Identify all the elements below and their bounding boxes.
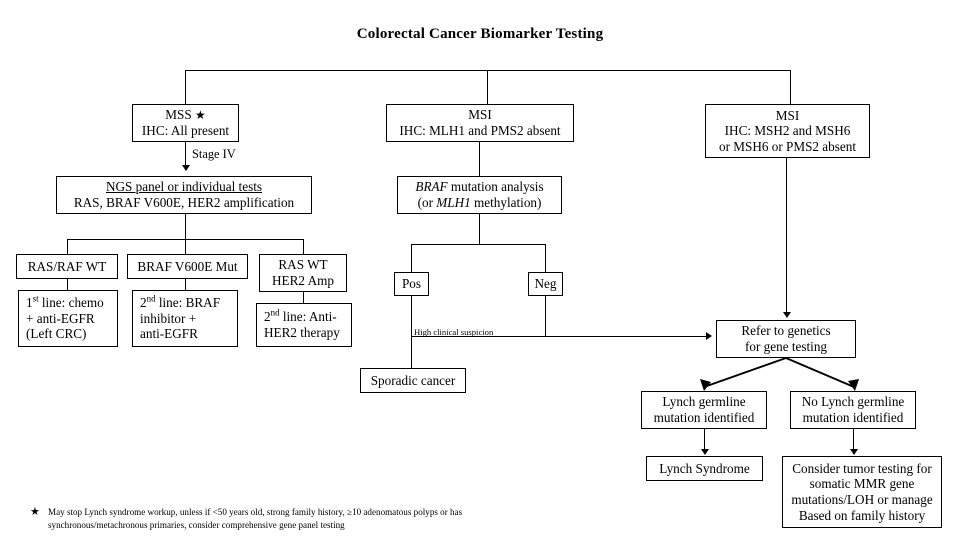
- arrowhead-msi-msh2-to-genetics: [782, 312, 791, 318]
- connector-ngs-to-rasraf: [67, 239, 68, 254]
- node-ras-raf-wt[interactable]: RAS/RAF WT: [16, 254, 118, 279]
- node-tx-first-line-line2: + anti-EGFR: [26, 310, 95, 326]
- page-title: Colorectal Cancer Biomarker Testing: [356, 26, 604, 42]
- connector-top-to-msi-msh2: [790, 70, 791, 104]
- node-refer-to-genetics-line2: for gene testing: [744, 339, 828, 354]
- footnote-star-icon: ★: [30, 506, 40, 518]
- node-ras-raf-wt-line1: RAS/RAF WT: [27, 258, 107, 274]
- node-mss-line2: IHC: All present: [141, 123, 230, 138]
- node-consider-tumor-testing-line4: Based on family history: [798, 507, 926, 523]
- arrowhead-lynch-not-found-down: [849, 449, 858, 455]
- node-pos[interactable]: Pos: [394, 272, 429, 296]
- connector-posneg-bus: [411, 244, 545, 245]
- node-sporadic-cancer[interactable]: Sporadic cancer: [360, 368, 466, 393]
- node-refer-to-genetics-line1: Refer to genetics: [741, 323, 831, 339]
- node-msi-msh2-line3: or MSH6 or PMS2 absent: [718, 138, 856, 154]
- footnote-line1: May stop Lynch syndrome workup, unless i…: [48, 507, 463, 517]
- connector-msi-msh2-to-genetics: [786, 158, 787, 316]
- node-tx-anti-her2[interactable]: 2nd line: Anti- HER2 therapy: [256, 303, 352, 347]
- node-msi-mlh1-line1: MSI: [468, 107, 492, 123]
- node-lynch-germline-not-found[interactable]: No Lynch germline mutation identified: [790, 391, 916, 429]
- node-braf-mutation-analysis-line1: BRAF mutation analysis: [415, 179, 544, 195]
- node-tx-first-line[interactable]: 1st line: chemo + anti-EGFR (Left CRC): [18, 290, 118, 347]
- node-braf-v600e-mut-line1: BRAF V600E Mut: [137, 258, 238, 274]
- node-braf-mutation-analysis-line2: (or MLH1 methylation): [417, 195, 542, 210]
- node-refer-to-genetics[interactable]: Refer to genetics for gene testing: [716, 320, 856, 358]
- node-tx-braf-inhibitor-line3: anti-EGFR: [140, 326, 198, 342]
- node-lynch-germline-found-line2: mutation identified: [653, 410, 755, 425]
- node-msi-msh2-line2: IHC: MSH2 and MSH6: [724, 123, 851, 139]
- node-ras-wt-her2-amp-line1: RAS WT: [278, 257, 328, 273]
- node-lynch-syndrome[interactable]: Lynch Syndrome: [646, 456, 763, 481]
- node-neg[interactable]: Neg: [528, 272, 563, 296]
- node-tx-braf-inhibitor-line1: 2nd line: BRAF: [140, 293, 221, 311]
- connector-top-to-mss: [185, 70, 186, 104]
- node-pos-line1: Pos: [401, 276, 422, 292]
- node-ngs-panel-line2: RAS, BRAF V600E, HER2 amplification: [73, 195, 295, 210]
- node-tx-first-line-line1: 1st line: chemo: [26, 293, 104, 311]
- connector-root-stem: [487, 70, 488, 104]
- footnote-line2: synchronous/metachronous primaries, cons…: [48, 520, 345, 530]
- node-ras-wt-her2-amp-line2: HER2 Amp: [272, 273, 334, 288]
- node-msi-msh2-line1: MSI: [775, 107, 800, 123]
- connector-lynch-not-found-down: [853, 429, 854, 452]
- node-mss-line1: MSS ★: [165, 107, 206, 123]
- node-sporadic-cancer-line1: Sporadic cancer: [370, 372, 456, 388]
- connector-bus-to-neg: [545, 244, 546, 272]
- connector-bus-to-pos: [411, 244, 412, 272]
- node-consider-tumor-testing-line1: Consider tumor testing for: [792, 460, 932, 476]
- node-ras-wt-her2-amp[interactable]: RAS WT HER2 Amp: [259, 254, 347, 292]
- node-ngs-panel-line1: NGS panel or individual tests: [105, 179, 263, 195]
- edge-label-high-clinical-suspicion: High clinical suspicion: [414, 327, 494, 337]
- node-msi-mlh1-line2: IHC: MLH1 and PMS2 absent: [399, 123, 561, 138]
- connector-rasraf-to-tx1: [67, 279, 68, 290]
- connector-pos-down: [411, 296, 412, 368]
- connector-braf-analysis-stem: [479, 214, 480, 244]
- node-consider-tumor-testing-line3: mutations/LOH or manage: [791, 492, 933, 507]
- node-lynch-germline-not-found-line1: No Lynch germline: [801, 394, 905, 410]
- connector-top-bus: [185, 70, 790, 71]
- node-tx-first-line-line3: (Left CRC): [26, 326, 87, 342]
- connector-ngs-stem: [185, 214, 186, 239]
- connector-msi-to-braf-analysis: [479, 142, 480, 176]
- node-consider-tumor-testing[interactable]: Consider tumor testing for somatic MMR g…: [782, 456, 942, 528]
- node-tx-anti-her2-line2: HER2 therapy: [264, 325, 340, 340]
- node-neg-line1: Neg: [534, 276, 557, 292]
- node-braf-mutation-analysis[interactable]: BRAF mutation analysis (or MLH1 methylat…: [397, 176, 562, 214]
- connector-mss-to-ngs: [185, 142, 186, 170]
- node-lynch-germline-found-line1: Lynch germline: [662, 394, 746, 410]
- node-tx-braf-inhibitor[interactable]: 2nd line: BRAF inhibitor + anti-EGFR: [132, 290, 238, 347]
- node-tx-anti-her2-line1: 2nd line: Anti-: [264, 308, 337, 325]
- node-lynch-germline-not-found-line2: mutation identified: [802, 410, 904, 425]
- node-mss[interactable]: MSS ★ IHC: All present: [132, 104, 239, 142]
- connector-her2-to-tx3: [303, 292, 304, 303]
- node-lynch-syndrome-line1: Lynch Syndrome: [659, 460, 750, 476]
- arrowhead-lynch-found-down: [700, 449, 709, 455]
- arrowhead-to-genetics: [706, 331, 712, 340]
- node-consider-tumor-testing-line2: somatic MMR gene: [809, 476, 915, 492]
- connector-neg-down: [545, 296, 546, 336]
- node-msi-mlh1[interactable]: MSI IHC: MLH1 and PMS2 absent: [386, 104, 574, 142]
- node-tx-braf-inhibitor-line2: inhibitor +: [140, 310, 197, 326]
- node-ngs-panel[interactable]: NGS panel or individual tests RAS, BRAF …: [56, 176, 312, 214]
- node-msi-msh2[interactable]: MSI IHC: MSH2 and MSH6 or MSH6 or PMS2 a…: [705, 104, 870, 158]
- node-braf-v600e-mut[interactable]: BRAF V600E Mut: [127, 254, 248, 279]
- mss-star-icon: ★: [194, 108, 206, 123]
- connector-lynch-found-down: [704, 429, 705, 452]
- node-lynch-germline-found[interactable]: Lynch germline mutation identified: [641, 391, 767, 429]
- connector-ngs-to-braf: [185, 239, 186, 254]
- arrowhead-mss-to-ngs: [181, 165, 190, 171]
- connector-braf-to-tx2: [185, 279, 186, 290]
- edge-label-stage-iv: Stage IV: [192, 147, 236, 161]
- connector-ngs-to-her2: [303, 239, 304, 254]
- connector-to-genetics: [411, 336, 708, 337]
